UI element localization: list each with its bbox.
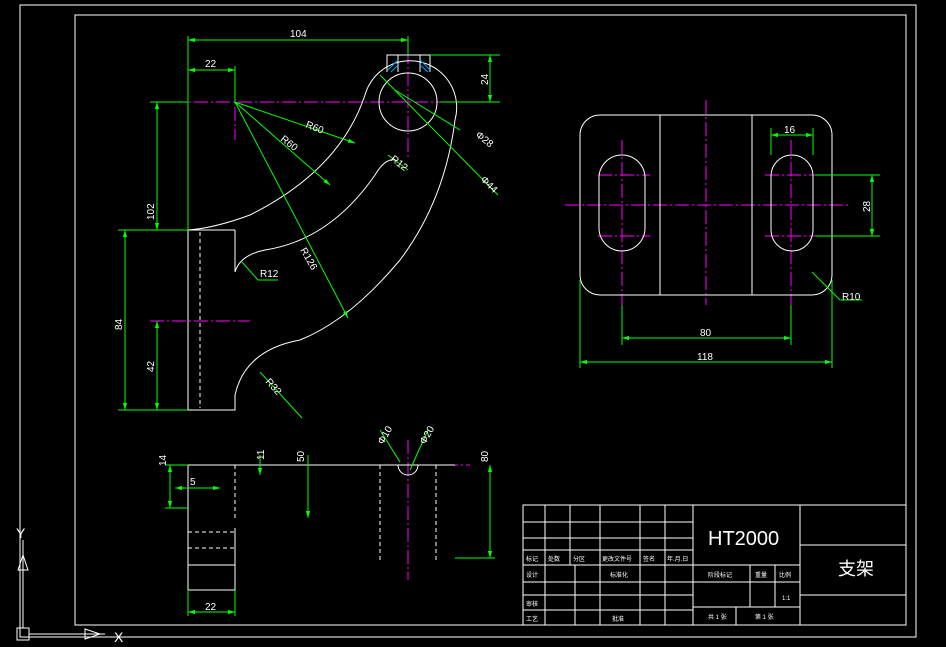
dim-r10: R10	[842, 292, 861, 303]
tb-standardize: 标准化	[610, 571, 628, 579]
side-view: 16 28 R10 80 118	[565, 100, 880, 368]
title-material: HT2000	[708, 528, 779, 550]
dim-50: 50	[296, 450, 307, 462]
tb-header-change: 更改文件号	[602, 555, 632, 563]
title-block	[522, 504, 907, 626]
top-view: 14 5 11 50 Φ10 Φ20 80 22	[158, 424, 495, 616]
ucs-icon	[16, 540, 105, 641]
dim-phi20: Φ20	[418, 424, 437, 446]
dim-42: 42	[146, 360, 157, 372]
tb-stage-mark: 阶段标记	[708, 571, 732, 579]
tb-header-date: 年.月.日	[667, 555, 688, 563]
tb-review: 审核	[526, 600, 538, 608]
ucs-y-label: Y	[16, 525, 26, 541]
tb-sheet-no: 第 1 张	[755, 613, 774, 621]
tb-header-zone: 分区	[573, 555, 585, 563]
tb-design: 设计	[526, 571, 538, 579]
dim-24: 24	[480, 73, 491, 85]
dim-102: 102	[146, 203, 157, 220]
tb-header-mark: 标记	[526, 555, 538, 563]
dim-r12-left: R12	[260, 269, 279, 280]
tb-header-count: 处数	[548, 555, 560, 563]
outer-frame	[19, 4, 917, 638]
ucs-x-label: X	[114, 629, 124, 645]
title-block-labels: 标记 处数 分区 更改文件号 签名 年.月.日 设计 标准化 审核 工艺 批准 …	[526, 555, 791, 623]
dim-22-bottom: 22	[205, 602, 217, 613]
front-view: 104 22 24 R60 R60 R12 Φ28 Φ44 102 R126 R…	[114, 29, 500, 419]
inner-frame	[74, 14, 907, 626]
dim-r60-a: R60	[304, 120, 326, 137]
tb-weight: 重量	[755, 571, 767, 579]
title-part-name: 支架	[838, 559, 874, 579]
dim-80-right: 80	[480, 450, 491, 462]
dim-r12-top: R12	[388, 154, 410, 174]
tb-scale: 比例	[779, 571, 791, 579]
dim-80: 80	[700, 328, 712, 339]
tb-sheets-total: 共 1 张	[708, 613, 727, 621]
tb-approve: 批准	[612, 615, 624, 623]
dim-11: 11	[256, 449, 267, 460]
tb-process: 工艺	[526, 615, 538, 623]
dim-5: 5	[190, 477, 196, 488]
dim-phi10: Φ10	[376, 424, 395, 446]
dim-104: 104	[290, 29, 307, 40]
tb-header-sign: 签名	[643, 555, 655, 563]
dim-phi28: Φ28	[473, 130, 495, 151]
dim-118: 118	[697, 352, 713, 363]
dim-r60-b: R60	[278, 134, 300, 154]
dim-28: 28	[862, 200, 873, 212]
dim-14: 14	[158, 454, 169, 466]
dim-22-top: 22	[205, 59, 217, 70]
dim-84: 84	[114, 318, 125, 330]
dim-r126: R126	[297, 246, 319, 273]
dim-16: 16	[784, 125, 796, 136]
tb-scale-value: 1:1	[782, 596, 791, 602]
